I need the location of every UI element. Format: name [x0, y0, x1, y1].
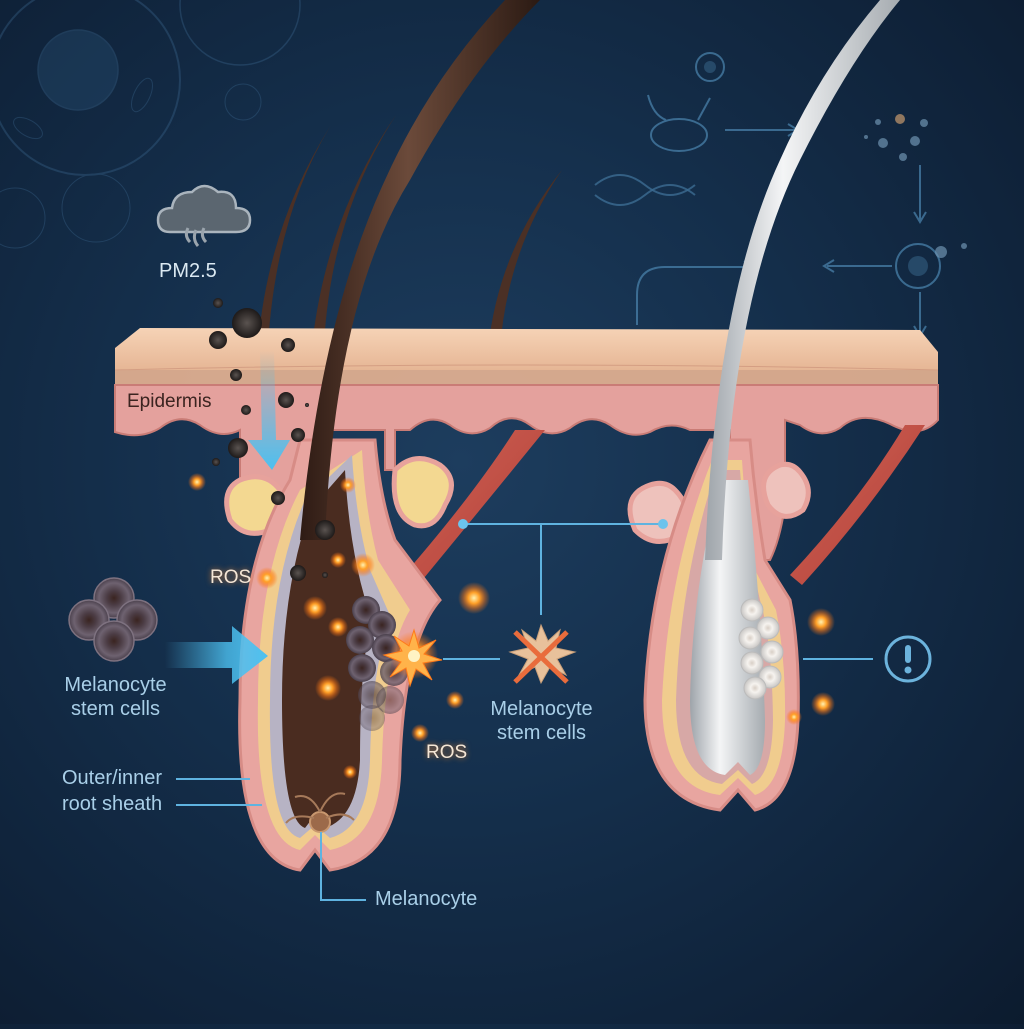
- msc-label-left-line2: stem cells: [71, 698, 160, 720]
- arrector-pili-left: [395, 430, 545, 595]
- background-cells: [0, 0, 301, 249]
- msc-label-center-line2: stem cells: [497, 722, 586, 744]
- sebaceous-gland-right: [761, 461, 811, 519]
- melanocyte-label: Melanocyte: [375, 888, 478, 910]
- cell-cluster-icon: [68, 577, 158, 662]
- epidermis-layer: [114, 384, 939, 561]
- epidermis-label: Epidermis: [127, 391, 212, 412]
- connector-dot-right: [658, 519, 668, 529]
- stem-cell-arrow: [165, 626, 268, 684]
- melanocyte-cell: [285, 792, 355, 833]
- background-dots: [864, 114, 967, 258]
- connector-lines: [176, 523, 873, 901]
- ros-burst: [382, 628, 443, 688]
- dark-hair-shaft: [300, 0, 540, 540]
- dna-icon: [594, 174, 696, 206]
- msc-label-center: Melanocyte stem cells: [484, 697, 599, 745]
- root-sheath-label-line2: root sheath: [62, 793, 163, 815]
- ros-label-center: ROS: [426, 742, 468, 763]
- ros-label-left: ROS: [210, 567, 252, 588]
- exclamation-circle-icon: [884, 635, 932, 683]
- cloud-smog-icon: [156, 184, 252, 247]
- msc-label-center-line1: Melanocyte: [490, 698, 593, 720]
- msc-label-left: Melanocyte stem cells: [58, 673, 173, 721]
- connector-dot-left: [458, 519, 468, 529]
- gray-hair-shaft: [705, 0, 900, 560]
- pm-particles: [209, 298, 335, 581]
- background-pathway: [594, 52, 941, 338]
- depleted-stem-cells: [738, 598, 784, 700]
- ros-particles: [188, 473, 835, 779]
- particle-entry-arrow: [248, 350, 290, 470]
- root-sheath-label: Outer/inner root sheath: [62, 766, 162, 816]
- stem-cell-niche: [346, 596, 408, 731]
- pigmented-follicle: [238, 438, 442, 872]
- x-burst-icon: [508, 623, 577, 685]
- msc-label-left-line1: Melanocyte: [64, 674, 167, 696]
- arrector-pili-right: [790, 425, 925, 585]
- root-sheath-label-line1: Outer/inner: [62, 767, 163, 789]
- pm25-label: PM2.5: [159, 260, 217, 282]
